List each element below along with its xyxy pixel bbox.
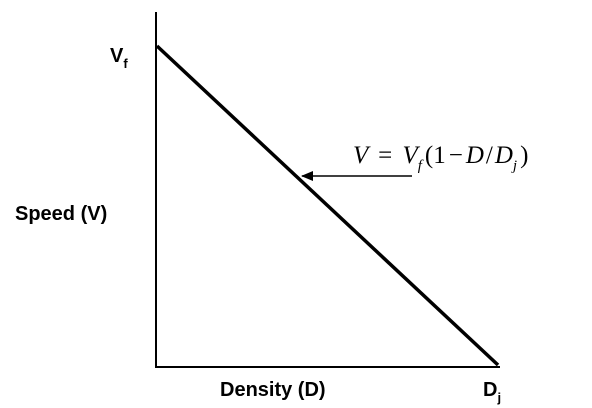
speed-density-line (155, 44, 500, 367)
x-intercept-label: Dj (483, 379, 501, 405)
y-axis-label: Speed (V) (15, 203, 107, 225)
y-intercept-label: Vf (110, 45, 128, 71)
x-axis-label: Density (D) (220, 379, 326, 401)
series-layer (155, 44, 500, 367)
equation-annotation: V = Vf(1−D/Dj) (353, 142, 528, 174)
